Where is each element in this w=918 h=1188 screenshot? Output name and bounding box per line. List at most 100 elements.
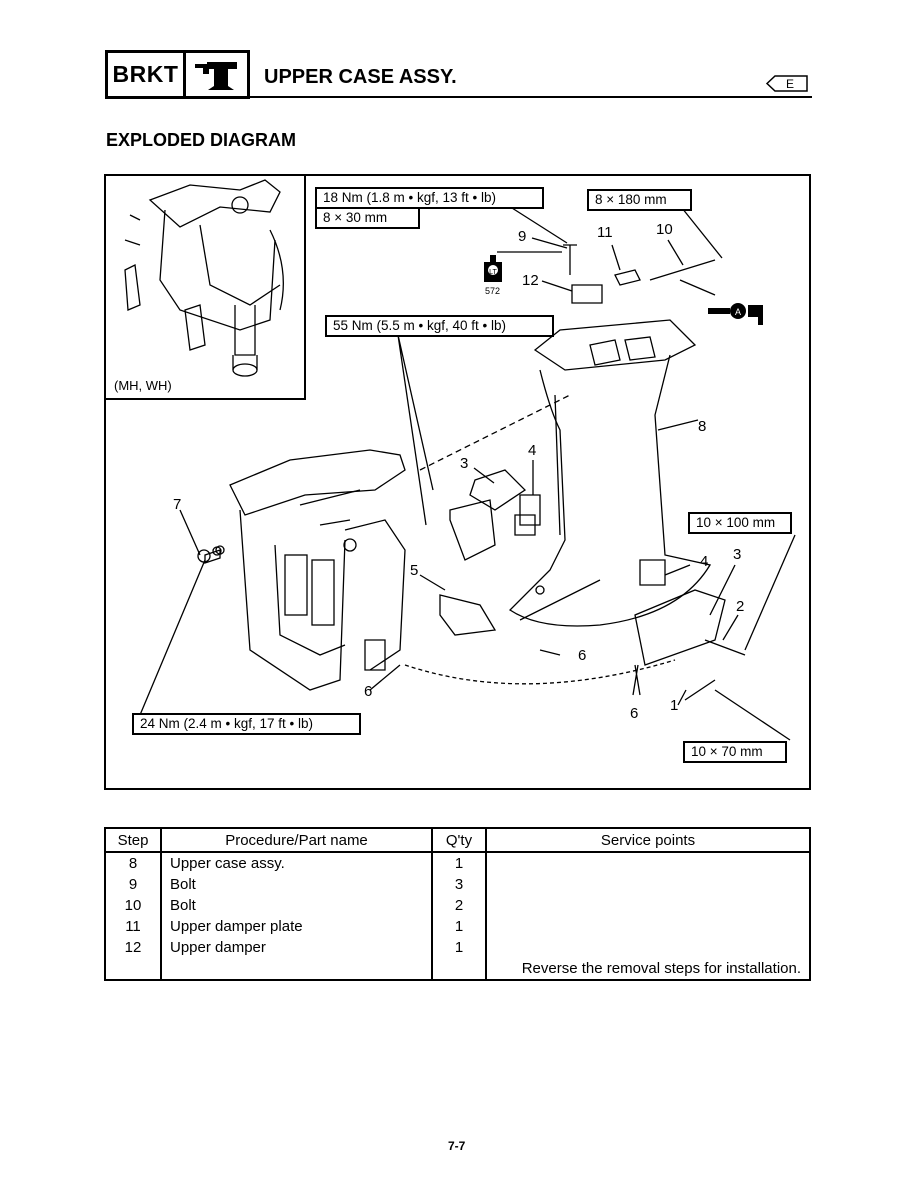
leader-6a — [539, 649, 561, 656]
part-number-6a: 6 — [578, 647, 587, 664]
part-number-6c: 6 — [364, 683, 373, 700]
cell-service — [485, 895, 811, 916]
leader-11 — [611, 244, 621, 271]
leader-3b — [709, 564, 736, 616]
table-row: Reverse the removal steps for installati… — [104, 958, 811, 981]
cell-qty: 2 — [431, 895, 487, 916]
dash-guide — [419, 394, 571, 471]
header-step: Step — [104, 827, 162, 853]
cell-service — [485, 937, 811, 958]
leader-3a — [473, 467, 495, 484]
procedure-table: Step Procedure/Part name Q'ty Service po… — [104, 827, 811, 981]
part-number-1: 1 — [670, 697, 679, 714]
grease-badge-text: A — [735, 307, 741, 317]
section-title: EXPLODED DIAGRAM — [106, 130, 297, 150]
loctite-icon — [484, 255, 502, 282]
part-number-7: 7 — [173, 496, 182, 513]
cell-service: Reverse the removal steps for installati… — [485, 958, 811, 981]
part-number-10: 10 — [656, 221, 673, 238]
cell-name: Upper case assy. — [160, 852, 433, 874]
loctite-label: 572 — [485, 286, 501, 296]
leader-7 — [179, 509, 201, 556]
cell-step: 12 — [104, 937, 162, 958]
leader-5 — [419, 574, 446, 591]
swivel-bracket-illustration — [204, 449, 406, 691]
table-row: 12 Upper damper 1 — [104, 937, 811, 958]
exploded-diagram — [104, 174, 811, 790]
section-badge: BRKT — [105, 50, 250, 99]
header-rule — [250, 96, 812, 98]
ground-wire — [404, 659, 676, 685]
table-header-row: Step Procedure/Part name Q'ty Service po… — [104, 827, 811, 853]
page-number: 7-7 — [448, 1139, 466, 1153]
header-name: Procedure/Part name — [160, 827, 433, 853]
leader-18nm — [511, 207, 568, 244]
bolt-9 — [563, 244, 577, 275]
language-badge-text: E — [786, 77, 794, 91]
cell-service — [485, 852, 811, 874]
leader-10x100 — [744, 534, 796, 651]
header-qty: Q'ty — [431, 827, 487, 853]
cell-step: 11 — [104, 916, 162, 937]
table-row: 9 Bolt 3 — [104, 874, 811, 895]
bracket-icon — [186, 53, 247, 96]
part-number-6b: 6 — [630, 705, 639, 722]
damper-5 — [439, 594, 497, 636]
callout-size-8x30: 8 × 30 mm — [315, 207, 420, 229]
inset-bracket-illustration — [124, 179, 284, 377]
callout-size-10x70: 10 × 70 mm — [683, 741, 787, 763]
callout-torque-24: 24 Nm (2.4 m • kgf, 17 ft • lb) — [132, 713, 361, 735]
inset-frame — [104, 174, 306, 400]
table-row: 10 Bolt 2 — [104, 895, 811, 916]
cell-qty: 1 — [431, 937, 487, 958]
bolt-2 — [704, 639, 746, 656]
part-number-3b: 3 — [733, 546, 742, 563]
part-number-4b: 4 — [700, 553, 709, 570]
part-number-12: 12 — [522, 272, 539, 289]
cell-qty — [431, 958, 487, 981]
page-title: UPPER CASE ASSY. — [264, 66, 457, 88]
part-number-9: 9 — [518, 228, 527, 245]
cell-step — [104, 958, 162, 981]
leader-12 — [541, 280, 573, 292]
inset-label: (MH, WH) — [114, 378, 172, 393]
callout-torque-18: 18 Nm (1.8 m • kgf, 13 ft • lb) — [315, 187, 544, 209]
table-row: 11 Upper damper plate 1 — [104, 916, 811, 937]
part-number-3a: 3 — [460, 455, 469, 472]
leader-10x70 — [714, 689, 791, 741]
leader-55nm — [397, 334, 434, 526]
cell-name: Upper damper — [160, 937, 433, 958]
grease-gun-icon — [708, 303, 763, 325]
cell-qty: 1 — [431, 916, 487, 937]
cell-step: 9 — [104, 874, 162, 895]
bolt-10 — [649, 259, 716, 281]
cell-qty: 3 — [431, 874, 487, 895]
part-number-5: 5 — [410, 562, 419, 579]
section-code: BRKT — [108, 53, 186, 96]
upper-damper-12 — [571, 284, 603, 304]
damper-4-upper — [514, 494, 541, 536]
damper-3-lower — [449, 499, 496, 561]
upper-case-illustration — [508, 319, 712, 627]
damper-4-lower — [639, 559, 666, 586]
leader-6b — [632, 664, 641, 696]
cell-name: Bolt — [160, 895, 433, 916]
leader-8 — [657, 419, 699, 431]
leader-1 — [677, 689, 687, 706]
cell-name: Bolt — [160, 874, 433, 895]
callout-size-10x100: 10 × 100 mm — [688, 512, 792, 534]
cell-service — [485, 874, 811, 895]
part-number-2: 2 — [736, 598, 745, 615]
language-badge: E — [765, 75, 809, 92]
cell-qty: 1 — [431, 852, 487, 874]
leader-2 — [722, 614, 739, 641]
callout-torque-55: 55 Nm (5.5 m • kgf, 40 ft • lb) — [325, 315, 554, 337]
callout-size-8x180: 8 × 180 mm — [587, 189, 692, 211]
cell-service — [485, 916, 811, 937]
part-number-4a: 4 — [528, 442, 537, 459]
washer-7 — [212, 546, 222, 556]
bolt-1 — [684, 679, 716, 701]
leader-8x180 — [681, 207, 723, 259]
leader-6c — [369, 664, 401, 691]
